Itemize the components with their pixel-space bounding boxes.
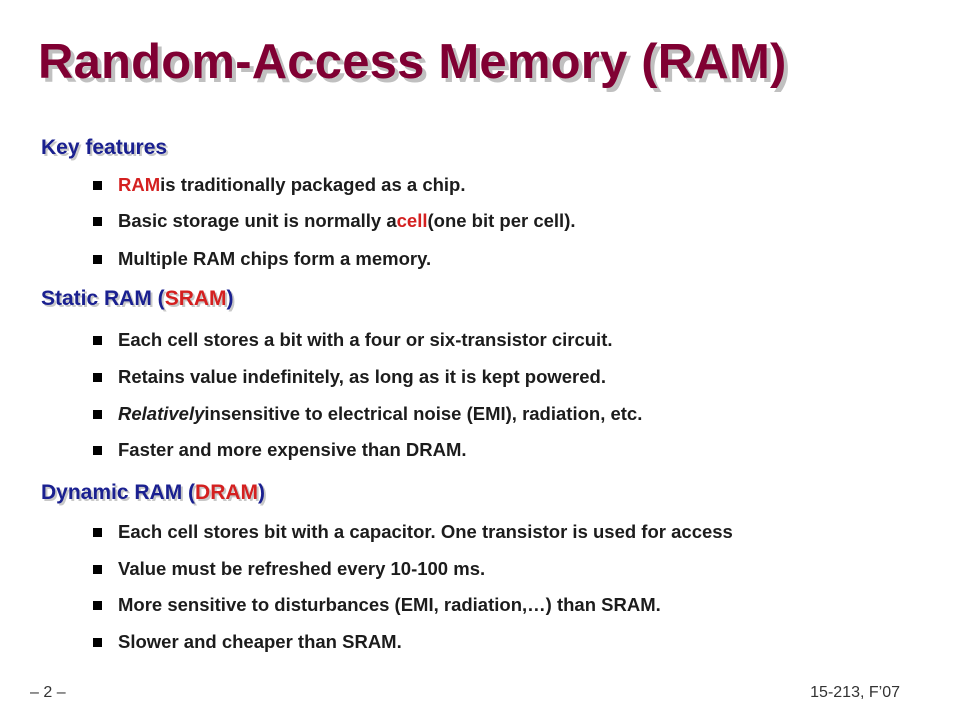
dram-heading: Dynamic RAM (DRAM) xyxy=(41,481,265,505)
bullet-text: Retains value indefinitely, as long as i… xyxy=(118,366,606,387)
square-bullet-icon xyxy=(93,409,102,419)
cell-highlight: cell xyxy=(396,210,428,231)
dram-highlight: DRAM xyxy=(195,481,259,504)
square-bullet-icon xyxy=(93,445,102,455)
square-bullet-icon xyxy=(93,527,102,537)
bullet-text: Value must be refreshed every 10-100 ms. xyxy=(118,558,486,579)
slide-title: Random-Access Memory (RAM) xyxy=(38,35,787,89)
relatively-italic: Relatively xyxy=(118,403,205,424)
sram-heading-post: ) xyxy=(226,287,234,310)
bullet-text: (one bit per cell). xyxy=(427,210,576,231)
square-bullet-icon xyxy=(93,372,102,382)
square-bullet-icon xyxy=(93,564,102,574)
bullet-text: insensitive to electrical noise (EMI), r… xyxy=(204,403,643,424)
sram-highlight: SRAM xyxy=(164,287,227,310)
sram-bullet-3: Relatively insensitive to electrical noi… xyxy=(93,401,642,427)
bullet-text: Slower and cheaper than SRAM. xyxy=(118,631,402,652)
key-feature-bullet-2: Basic storage unit is normally a cell (o… xyxy=(93,208,576,234)
sram-heading: Static RAM (SRAM) xyxy=(41,287,234,311)
bullet-text: Multiple RAM chips form a memory. xyxy=(118,248,432,269)
square-bullet-icon xyxy=(93,254,102,264)
course-label: 15-213, F’07 xyxy=(810,684,900,701)
ram-highlight: RAM xyxy=(118,174,161,195)
sram-heading-pre: Static RAM ( xyxy=(41,287,165,310)
dram-bullet-2: Value must be refreshed every 10-100 ms. xyxy=(93,556,485,582)
square-bullet-icon xyxy=(93,216,102,226)
key-feature-bullet-3: Multiple RAM chips form a memory. xyxy=(93,246,431,272)
square-bullet-icon xyxy=(93,335,102,345)
sram-bullet-2: Retains value indefinitely, as long as i… xyxy=(93,364,606,390)
sram-bullet-4: Faster and more expensive than DRAM. xyxy=(93,437,467,463)
dram-heading-post: ) xyxy=(258,481,266,504)
page-number: – 2 – xyxy=(30,684,66,701)
bullet-text: More sensitive to disturbances (EMI, rad… xyxy=(118,594,661,615)
bullet-text: Each cell stores a bit with a four or si… xyxy=(118,329,613,350)
bullet-text: Basic storage unit is normally a xyxy=(118,210,397,231)
dram-bullet-1: Each cell stores bit with a capacitor. O… xyxy=(93,519,733,545)
square-bullet-icon xyxy=(93,180,102,190)
key-feature-bullet-1: RAM is traditionally packaged as a chip. xyxy=(93,172,466,198)
square-bullet-icon xyxy=(93,637,102,647)
square-bullet-icon xyxy=(93,600,102,610)
bullet-text: Each cell stores bit with a capacitor. O… xyxy=(118,521,733,542)
dram-bullet-3: More sensitive to disturbances (EMI, rad… xyxy=(93,592,661,618)
bullet-text: is traditionally packaged as a chip. xyxy=(160,174,466,195)
dram-bullet-4: Slower and cheaper than SRAM. xyxy=(93,629,402,655)
sram-bullet-1: Each cell stores a bit with a four or si… xyxy=(93,327,613,353)
bullet-text: Faster and more expensive than DRAM. xyxy=(118,439,467,460)
key-features-heading-text: Key features xyxy=(41,136,168,159)
key-features-heading: Key features xyxy=(41,136,167,160)
dram-heading-pre: Dynamic RAM ( xyxy=(41,481,196,504)
